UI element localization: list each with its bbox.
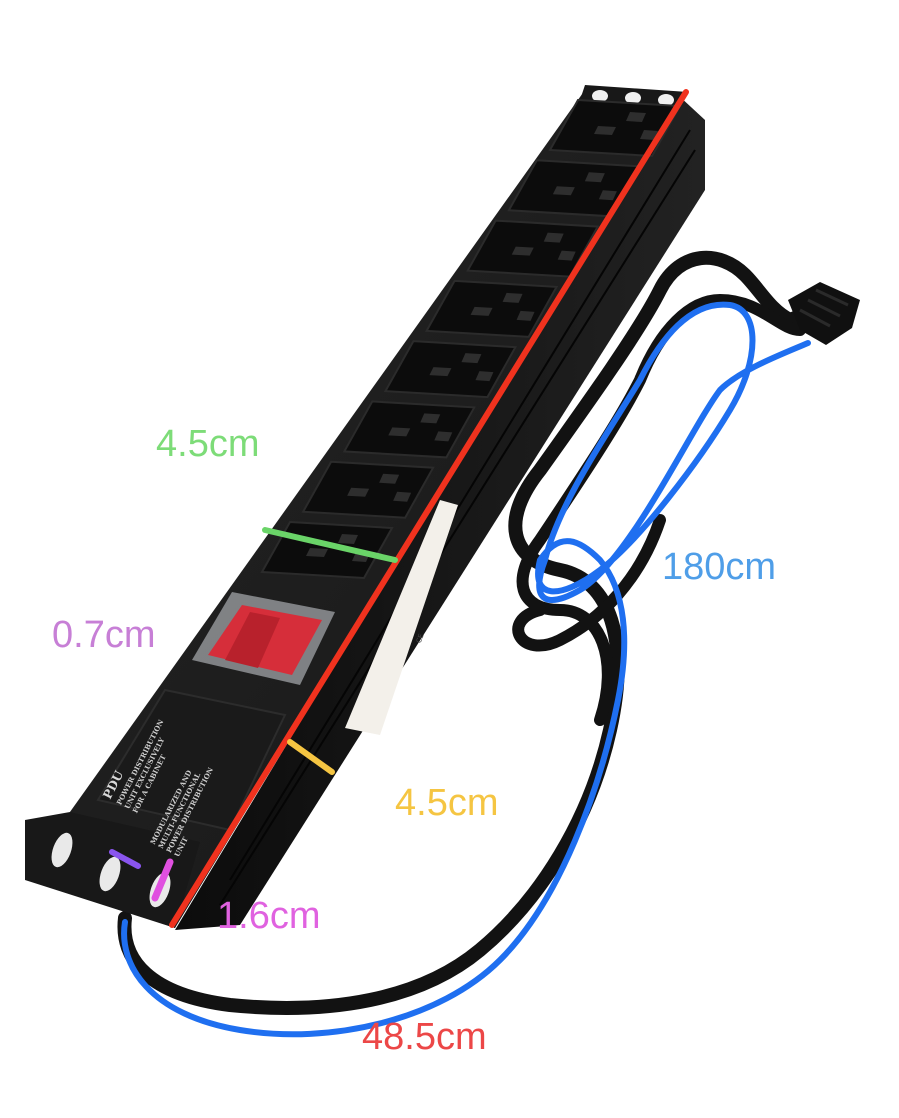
spec-label: [345, 500, 458, 735]
spec-label-mark: CE: [415, 633, 426, 644]
hole-line: [151, 858, 174, 902]
height-line: [287, 739, 335, 775]
outlet-socket: [383, 340, 518, 399]
cord-length-label: 180cm: [662, 546, 777, 588]
switch-depth-label: 0.7cm: [52, 614, 156, 656]
outlets: [260, 98, 682, 580]
length-label: 48.5cm: [362, 1016, 487, 1058]
length-line: [169, 89, 689, 928]
outlet-socket: [301, 460, 435, 519]
switch-line: [109, 849, 141, 869]
width-label: 4.5cm: [156, 423, 260, 465]
height-label: 4.5cm: [395, 782, 499, 824]
spec-label-text: CE: [415, 633, 426, 644]
width-line: [262, 527, 398, 563]
outlet-socket: [424, 279, 559, 338]
hole-size-label: 1.6cm: [217, 895, 321, 937]
outlet-socket: [548, 98, 682, 158]
power-switch[interactable]: [192, 592, 335, 685]
plug-icon: [788, 282, 860, 345]
outlet-socket: [507, 159, 641, 218]
outlet-socket: [342, 400, 476, 459]
mount-holes-top: [592, 90, 674, 106]
cord-overlay-line: [121, 301, 811, 1038]
